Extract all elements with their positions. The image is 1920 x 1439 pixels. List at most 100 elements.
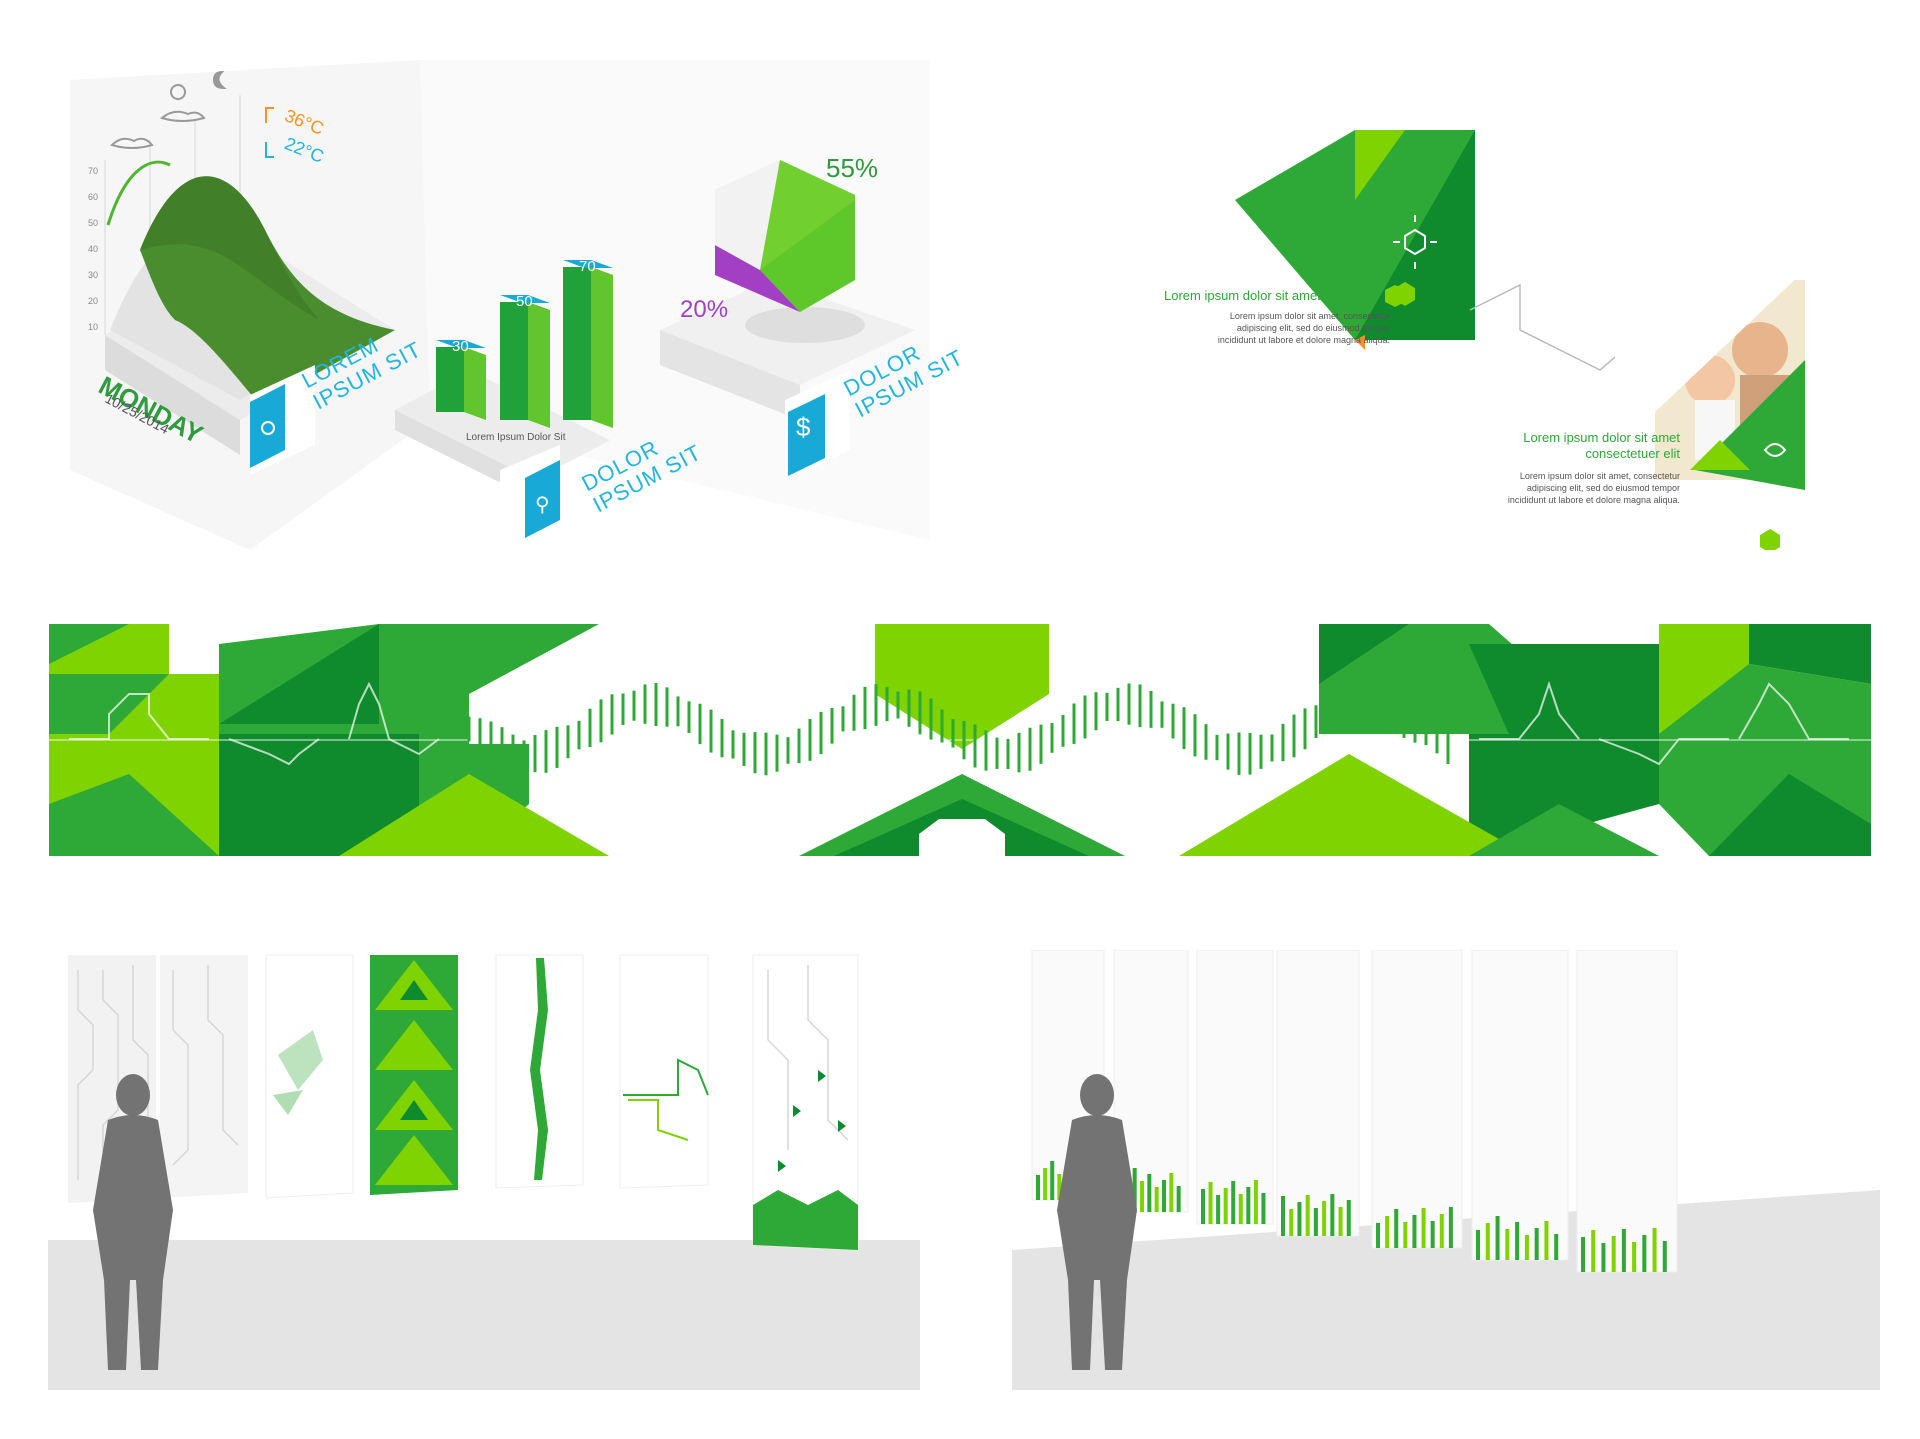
grass-bar [1581, 1237, 1585, 1272]
grass-bar [1621, 1229, 1626, 1272]
bar-value-label: 30 [452, 338, 469, 355]
brochure-heading-2: Lorem ipsum dolor sit amet consectetuer … [1440, 430, 1680, 462]
y-tick: 60 [88, 192, 99, 202]
pie-small-percent: 20% [680, 296, 729, 323]
grass-bar [1147, 1174, 1152, 1212]
wall-mockup-right [1012, 950, 1880, 1390]
body-line: Lorem ipsum dolor sit amet, consectetur [1229, 311, 1390, 321]
grass-bar [1421, 1208, 1426, 1248]
person-silhouette [1057, 1074, 1137, 1370]
grass-bar [1261, 1193, 1266, 1224]
grass-bar [1439, 1214, 1444, 1248]
grass-bar [1430, 1221, 1435, 1248]
body-line: adipiscing elit, sed do eiusmod tempor [1236, 323, 1390, 333]
grass-bar [1208, 1182, 1213, 1224]
pie-big-percent: 55% [826, 153, 879, 183]
bar-value-label: 50 [516, 293, 533, 310]
body-line: incididunt ut labore et dolore magna ali… [1507, 495, 1680, 505]
wall-mockup-left [48, 950, 920, 1390]
grass-bar [1322, 1201, 1327, 1236]
grass-bar [1162, 1180, 1166, 1212]
bar-value-label: 70 [579, 258, 596, 275]
heading-line: consectetuer elit [1585, 446, 1680, 461]
grass-bar [1601, 1243, 1606, 1272]
sound-wave [467, 683, 1450, 776]
grass-bar [1132, 1168, 1137, 1212]
grass-bar [1534, 1228, 1539, 1260]
grass-bar [1554, 1234, 1559, 1260]
banner-artwork [49, 624, 1871, 856]
wall-panel [1576, 950, 1678, 1273]
grass-bar [1169, 1173, 1174, 1212]
grass-bar [1412, 1215, 1417, 1248]
grass-bar [1476, 1230, 1480, 1260]
grass-bar [1591, 1230, 1596, 1272]
grass-bar [1611, 1236, 1616, 1272]
isometric-backdrop [70, 60, 930, 550]
dragonfly-icon: ⚲ [535, 494, 550, 516]
wall-panel [1196, 950, 1274, 1225]
brochure-body-2: Lorem ipsum dolor sit amet, consectetur … [1480, 470, 1680, 506]
grass-bar [1642, 1235, 1647, 1272]
grass-bar [1297, 1202, 1302, 1236]
y-tick: 40 [88, 244, 99, 254]
grass-bar [1505, 1229, 1510, 1260]
grass-bar [1176, 1186, 1181, 1212]
brochure-heading-1: Lorem ipsum dolor sit amet [1164, 288, 1321, 303]
grass-bar [1231, 1181, 1236, 1224]
wall-panel [1371, 950, 1463, 1249]
grass-bar [1544, 1221, 1549, 1260]
brochure-body-1: Lorem ipsum dolor sit amet, consectetur … [1190, 310, 1390, 346]
person-silhouette [93, 1074, 173, 1370]
y-tick: 30 [88, 270, 99, 280]
grass-bar [1376, 1223, 1380, 1248]
grass-bar [1394, 1209, 1399, 1248]
y-axis-ticks: 70 60 50 40 30 20 10 [88, 158, 108, 340]
grass-bar [1289, 1209, 1294, 1236]
grass-bar [1338, 1207, 1343, 1236]
dollar-icon: $ [796, 412, 811, 442]
grass-bar [1305, 1195, 1310, 1236]
grass-bar [1253, 1180, 1258, 1224]
grass-bar [1448, 1207, 1453, 1248]
body-line: adipiscing elit, sed do eiusmod tempor [1526, 483, 1680, 493]
body-line: Lorem ipsum dolor sit amet, consectetur [1519, 471, 1680, 481]
grass-bar [1330, 1194, 1335, 1236]
grass-bar [1223, 1188, 1228, 1224]
grass-bar [1313, 1208, 1318, 1236]
grass-bar [1403, 1222, 1408, 1248]
wall-panel [1471, 950, 1569, 1261]
grass-bar [1524, 1235, 1529, 1260]
grass-bar [1140, 1181, 1144, 1212]
y-tick: 50 [88, 218, 99, 228]
grass-bar [1385, 1216, 1390, 1248]
grass-bar [1652, 1228, 1657, 1272]
grass-bar [1201, 1189, 1205, 1224]
grass-bar [1662, 1241, 1667, 1272]
infographic-scene: 70 60 50 40 30 20 10 36°C 22°C MONDAY 10… [0, 0, 968, 560]
y-tick: 20 [88, 296, 99, 306]
grass-bar [1515, 1222, 1520, 1260]
brochure-scene: Lorem ipsum dolor sit amet Lorem ipsum d… [1150, 110, 1810, 550]
heading-line: Lorem ipsum dolor sit amet [1523, 430, 1680, 445]
wall-left-artwork [48, 950, 920, 1390]
grass-bar [1043, 1168, 1048, 1200]
grass-bar [1154, 1187, 1159, 1212]
grass-bar [1216, 1195, 1221, 1224]
grass-bar [1632, 1242, 1637, 1272]
grass-bar [1246, 1187, 1251, 1224]
wall-panel [1276, 950, 1360, 1237]
grass-bar [1050, 1161, 1055, 1200]
y-tick: 10 [88, 322, 99, 332]
weather-icons [110, 70, 227, 149]
wall-right-artwork [1012, 950, 1880, 1390]
grass-bar [1346, 1200, 1351, 1236]
grass-bar [1485, 1223, 1490, 1260]
brochure-graphics [1235, 130, 1805, 550]
bar-base-label: Lorem Ipsum Dolor Sit [466, 432, 566, 443]
grass-bar [1057, 1174, 1062, 1200]
grass-bar [1036, 1175, 1040, 1200]
grass-bar [1281, 1196, 1285, 1236]
body-line: incididunt ut labore et dolore magna ali… [1217, 335, 1390, 345]
y-tick: 70 [88, 166, 99, 176]
